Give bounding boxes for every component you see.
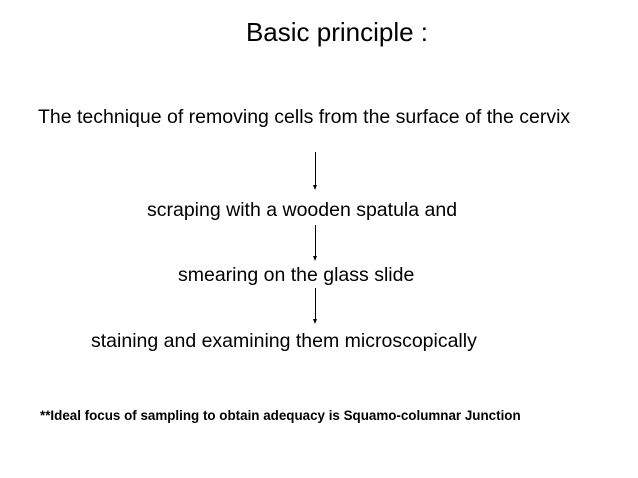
footnote: **Ideal focus of sampling to obtain adeq…	[40, 408, 521, 423]
arrow-head	[313, 185, 317, 190]
arrow-head	[313, 319, 317, 324]
arrow-down-icon	[313, 152, 318, 190]
arrow-shaft	[315, 152, 316, 185]
slide-title: Basic principle :	[245, 17, 429, 47]
arrow-down-icon	[313, 288, 318, 324]
arrow-shaft	[315, 225, 316, 256]
arrow-head	[313, 256, 317, 261]
intro-text: The technique of removing cells from the…	[38, 106, 571, 128]
arrow-shaft	[315, 288, 316, 319]
step-staining: staining and examining them microscopica…	[91, 330, 477, 352]
step-scraping: scraping with a wooden spatula and	[147, 199, 458, 221]
step-smearing: smearing on the glass slide	[178, 264, 415, 286]
arrow-down-icon	[313, 225, 318, 261]
